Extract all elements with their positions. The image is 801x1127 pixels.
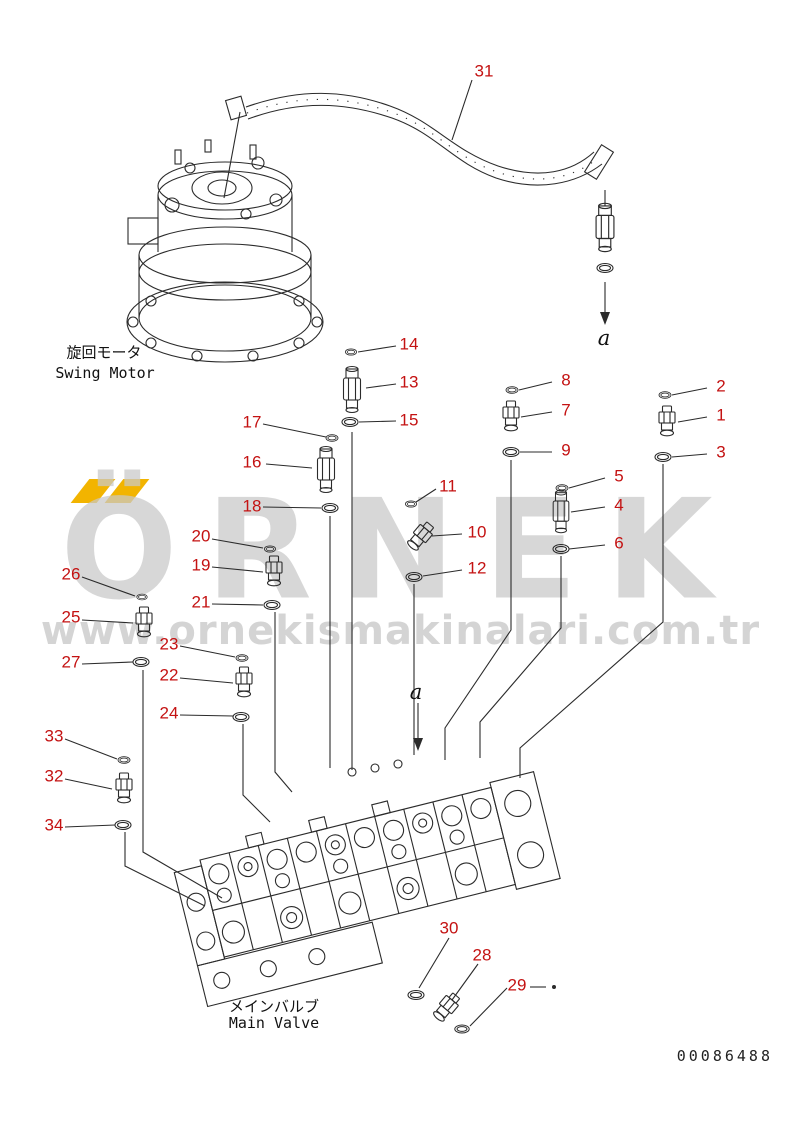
part-oring-27 xyxy=(132,656,150,668)
callout-9: 9 xyxy=(561,440,571,460)
watermark-url: www.ornekismakinalari.com.tr xyxy=(40,608,761,654)
callout-5: 5 xyxy=(614,466,624,486)
callout-1: 1 xyxy=(716,405,726,425)
part-oring-26 xyxy=(136,593,148,601)
part-oring-29 xyxy=(454,1024,470,1034)
part-fitting-top-right xyxy=(595,202,615,253)
ref-a-mid: a xyxy=(409,680,423,704)
swing-motor-drawing xyxy=(126,111,324,363)
part-fitting-7 xyxy=(502,400,520,432)
callout-13: 13 xyxy=(399,372,419,392)
callout-3: 3 xyxy=(716,442,726,462)
hose-31 xyxy=(224,92,615,186)
part-fitting-22 xyxy=(235,666,253,698)
leader-lines xyxy=(64,79,708,1027)
callout-2: 2 xyxy=(716,376,726,396)
part-fitting-13 xyxy=(342,365,362,414)
swing-motor-label-en: Swing Motor xyxy=(55,364,155,382)
part-oring-34 xyxy=(114,819,132,831)
part-oring-33 xyxy=(117,756,131,764)
callout-17: 17 xyxy=(242,412,262,432)
part-oring-top-right xyxy=(596,262,614,274)
part-oring-20 xyxy=(264,545,276,553)
part-oring-18 xyxy=(321,502,339,514)
callout-23: 23 xyxy=(159,634,179,654)
callout-6: 6 xyxy=(614,533,624,553)
part-oring-21 xyxy=(263,599,281,611)
swing-motor-label-jp: 旋回モータ xyxy=(66,343,142,362)
part-fitting-4 xyxy=(552,489,570,534)
callout-25: 25 xyxy=(61,607,81,627)
callout-12: 12 xyxy=(467,558,487,578)
callout-4: 4 xyxy=(614,495,624,515)
callout-32: 32 xyxy=(44,766,64,786)
part-oring-23 xyxy=(235,654,249,662)
callout-28: 28 xyxy=(472,945,492,965)
part-oring-30 xyxy=(407,989,425,1001)
fitting-stack-top-right xyxy=(595,190,615,325)
callout-34: 34 xyxy=(44,815,64,835)
callout-31: 31 xyxy=(474,61,494,81)
callout-10: 10 xyxy=(467,522,487,542)
part-oring-11 xyxy=(405,500,417,508)
callout-21: 21 xyxy=(191,592,211,612)
document-number: 00086488 xyxy=(676,1047,773,1065)
part-oring-14 xyxy=(345,348,357,356)
part-oring-2 xyxy=(658,391,672,399)
callout-29: 29 xyxy=(507,975,527,995)
part-fitting-19 xyxy=(265,555,283,587)
part-fitting-1 xyxy=(658,405,676,437)
callout-19: 19 xyxy=(191,555,211,575)
routing-lines xyxy=(124,432,664,907)
callout-15: 15 xyxy=(399,410,419,430)
part-oring-6 xyxy=(552,543,570,555)
part-fitting-10 xyxy=(404,519,437,554)
callout-24: 24 xyxy=(159,703,179,723)
part-oring-3 xyxy=(654,451,672,463)
callout-14: 14 xyxy=(399,334,419,354)
callout-33: 33 xyxy=(44,726,64,746)
part-fitting-32 xyxy=(115,772,133,804)
part-fitting-28 xyxy=(430,990,463,1025)
part-oring-12 xyxy=(405,571,423,583)
part-fitting-16 xyxy=(316,445,336,494)
part-oring-8 xyxy=(505,386,519,394)
callout-27: 27 xyxy=(61,652,81,672)
callout-26: 26 xyxy=(61,564,81,584)
callout-16: 16 xyxy=(242,452,262,472)
callout-20: 20 xyxy=(191,526,211,546)
ref-a-top: a xyxy=(597,326,611,350)
main-valve-label-en: Main Valve xyxy=(228,1014,320,1032)
part-oring-9 xyxy=(502,446,520,458)
callout-30: 30 xyxy=(439,918,459,938)
ref-arrow-mid xyxy=(413,703,423,751)
callout-22: 22 xyxy=(159,665,179,685)
part-oring-15 xyxy=(341,416,359,428)
callout-18: 18 xyxy=(242,496,262,516)
callout-8: 8 xyxy=(561,370,571,390)
part-oring-17 xyxy=(325,434,339,442)
valve-top-ports xyxy=(347,759,403,777)
watermark-brand: ÖRNEK xyxy=(60,469,741,631)
callout-7: 7 xyxy=(561,400,571,420)
part-oring-24 xyxy=(232,711,250,723)
callout-11: 11 xyxy=(439,476,457,496)
main-valve-label-jp: メインバルブ xyxy=(228,997,320,1016)
main-valve-drawing xyxy=(173,771,561,1008)
small-parts xyxy=(114,348,676,1034)
part-fitting-25 xyxy=(135,606,153,638)
